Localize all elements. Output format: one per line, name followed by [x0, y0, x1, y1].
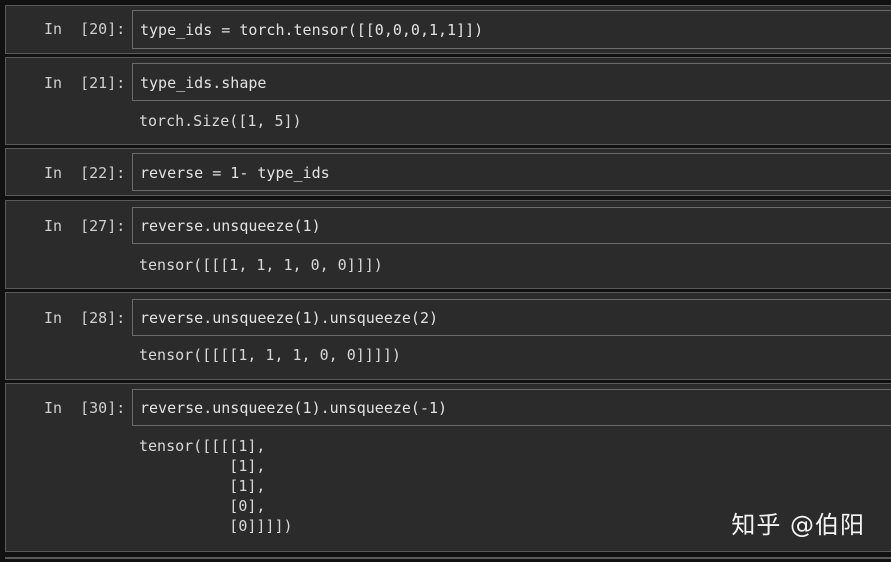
cell-output-28: tensor([[[[1, 1, 1, 0, 0]]]])	[139, 346, 401, 364]
code-text-22: reverse = 1- type_ids	[140, 164, 330, 182]
code-input-21[interactable]: type_ids.shape	[132, 63, 891, 101]
cell-output-27: tensor([[[1, 1, 1, 0, 0]]])	[139, 256, 383, 274]
input-prompt-27: In [27]:	[44, 217, 126, 235]
code-input-22[interactable]: reverse = 1- type_ids	[132, 153, 891, 191]
code-input-27[interactable]: reverse.unsqueeze(1)	[132, 207, 891, 244]
notebook-cell-30[interactable]: In [30]: reverse.unsqueeze(1).unsqueeze(…	[5, 383, 891, 552]
code-input-20[interactable]: type_ids = torch.tensor([[0,0,0,1,1]])	[132, 10, 891, 49]
zhihu-watermark: 知乎 @伯阳	[731, 511, 865, 539]
input-prompt-22: In [22]:	[44, 164, 126, 182]
code-text-30: reverse.unsqueeze(1).unsqueeze(-1)	[140, 399, 448, 417]
code-text-27: reverse.unsqueeze(1)	[140, 217, 321, 235]
notebook-cell-27[interactable]: In [27]: reverse.unsqueeze(1) tensor([[[…	[5, 200, 891, 289]
cell-output-21: torch.Size([1, 5])	[139, 112, 302, 130]
code-input-30[interactable]: reverse.unsqueeze(1).unsqueeze(-1)	[132, 389, 891, 426]
notebook-cell-21[interactable]: In [21]: type_ids.shape torch.Size([1, 5…	[5, 57, 891, 145]
code-text-21: type_ids.shape	[140, 74, 267, 92]
notebook-cell-22[interactable]: In [22]: reverse = 1- type_ids	[5, 148, 891, 196]
input-prompt-20: In [20]:	[44, 20, 126, 38]
notebook-bottom-divider	[5, 557, 891, 559]
code-input-28[interactable]: reverse.unsqueeze(1).unsqueeze(2)	[132, 299, 891, 336]
notebook-cell-20[interactable]: In [20]: type_ids = torch.tensor([[0,0,0…	[5, 5, 891, 54]
cell-output-30: tensor([[[[1], [1], [1], [0], [0]]]])	[139, 437, 293, 535]
input-prompt-28: In [28]:	[44, 309, 126, 327]
code-text-28: reverse.unsqueeze(1).unsqueeze(2)	[140, 309, 439, 327]
code-text-20: type_ids = torch.tensor([[0,0,0,1,1]])	[140, 21, 484, 39]
input-prompt-21: In [21]:	[44, 74, 126, 92]
input-prompt-30: In [30]:	[44, 399, 126, 417]
notebook-cell-28[interactable]: In [28]: reverse.unsqueeze(1).unsqueeze(…	[5, 292, 891, 380]
